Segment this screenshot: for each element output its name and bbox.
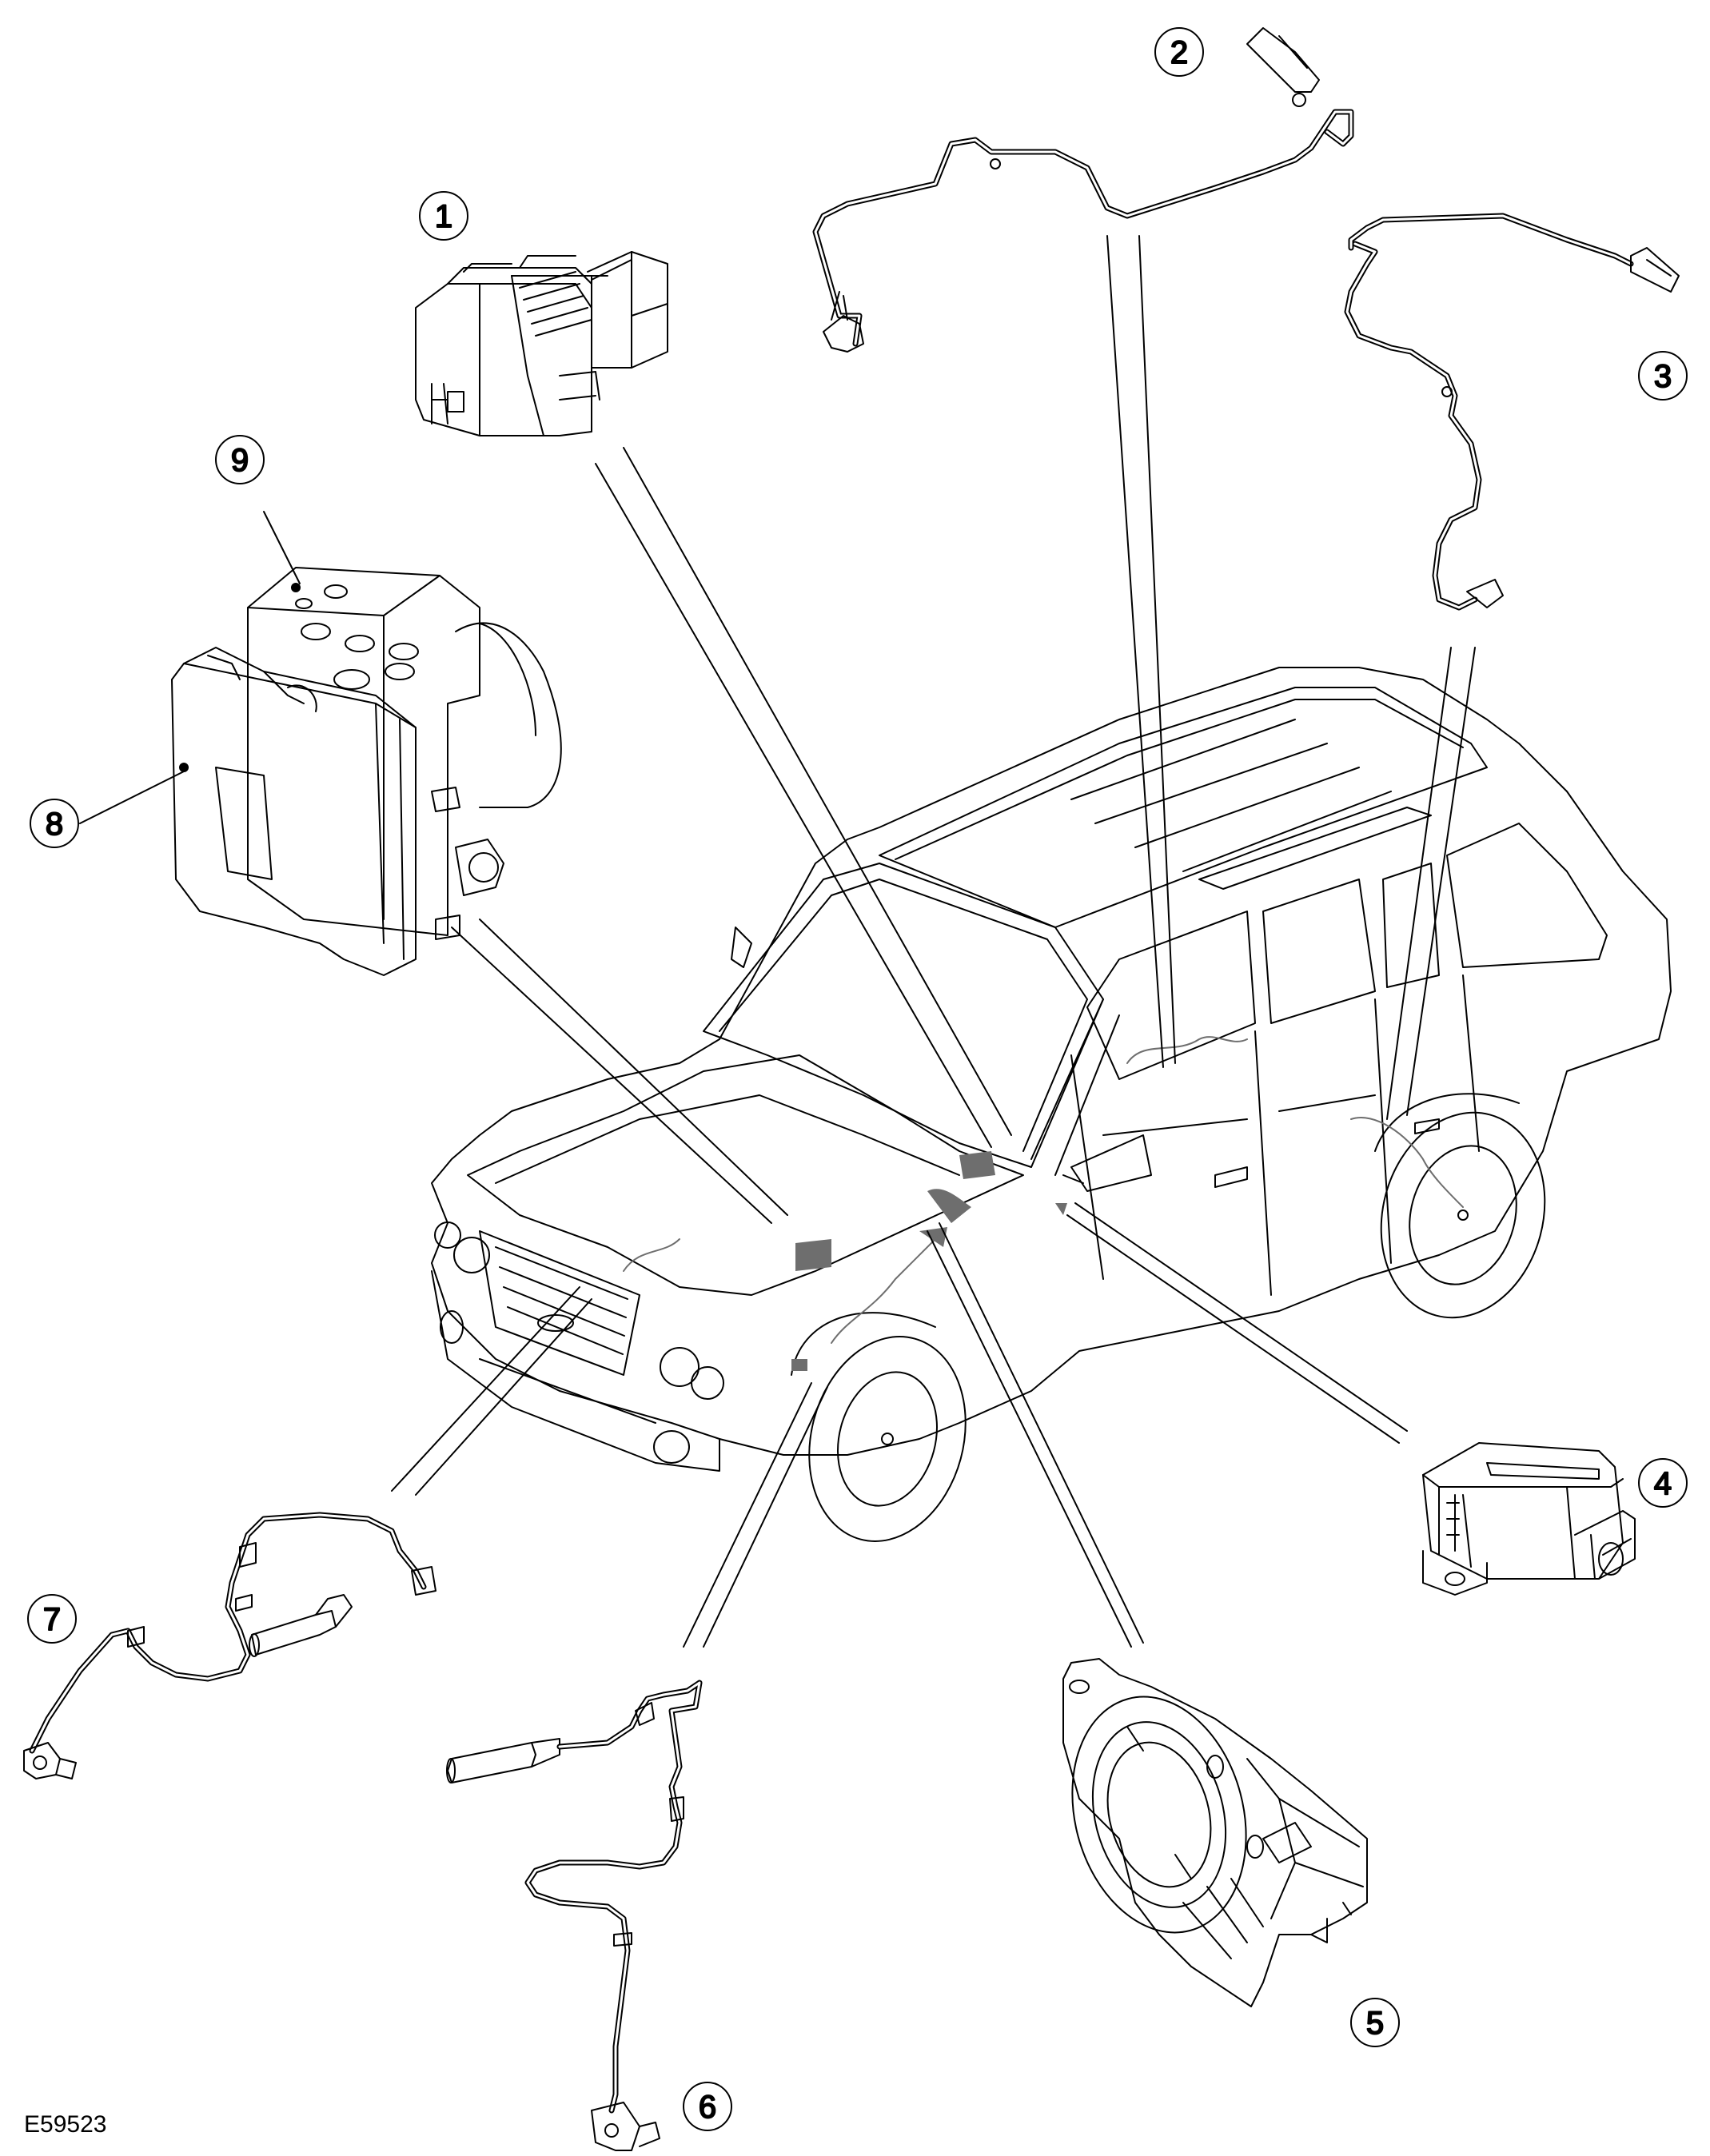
callout-label-8: 8 [46, 807, 63, 842]
callout-label-3: 3 [1654, 359, 1672, 394]
vehicle-mirror [1063, 1135, 1151, 1191]
callout-label-6: 6 [699, 2090, 716, 2125]
callout-label-9: 9 [231, 443, 249, 478]
vehicle-front-wheel [787, 1319, 988, 1559]
callout-3: 3 [1639, 352, 1687, 400]
part-wheel-speed-sensor-6 [447, 1683, 700, 2150]
callout-5: 5 [1351, 1999, 1399, 2046]
callout-9: 9 [216, 436, 264, 484]
vehicle-headlight-left [454, 1237, 489, 1273]
vehicle-grille [480, 1231, 640, 1375]
figure-id: E59523 [24, 2111, 107, 2138]
callout-8: 8 [30, 799, 78, 847]
callout-1: 1 [420, 192, 468, 240]
vehicle-roof [879, 687, 1487, 927]
part-sensor-harness-2 [815, 28, 1351, 352]
leader-lines [80, 236, 1475, 1647]
part-module-1 [416, 252, 668, 436]
vehicle-headlight-right [660, 1348, 699, 1386]
callout-label-7: 7 [43, 1602, 61, 1637]
callout-2: 2 [1155, 28, 1203, 76]
part-sensor-module-4 [1423, 1443, 1635, 1595]
callout-label-5: 5 [1366, 2006, 1384, 2041]
vehicle-rear-wheel [1359, 1094, 1567, 1337]
callout-label-1: 1 [435, 199, 452, 234]
vehicle-body-outline [432, 668, 1671, 1455]
part-steering-sensor-5 [1047, 1659, 1367, 2007]
control-unit-8 [172, 648, 416, 975]
callout-label-2: 2 [1170, 35, 1188, 70]
vehicle-component-markings [791, 1151, 1067, 1371]
part-sensor-harness-3 [1347, 216, 1679, 608]
vehicle-side-windows [1087, 823, 1607, 1079]
callout-label-4: 4 [1654, 1466, 1672, 1501]
part-wheel-speed-sensor-7 [24, 1515, 436, 1779]
hydraulic-block-9 [248, 568, 480, 935]
callout-7: 7 [28, 1595, 76, 1643]
vehicle-wiring-markings [624, 1037, 1463, 1343]
callout-6: 6 [684, 2082, 731, 2130]
vehicle-windscreen [704, 863, 1103, 1167]
callout-4: 4 [1639, 1459, 1687, 1507]
part-abs-modulator [172, 568, 561, 975]
vehicle-illustration [432, 668, 1671, 1559]
